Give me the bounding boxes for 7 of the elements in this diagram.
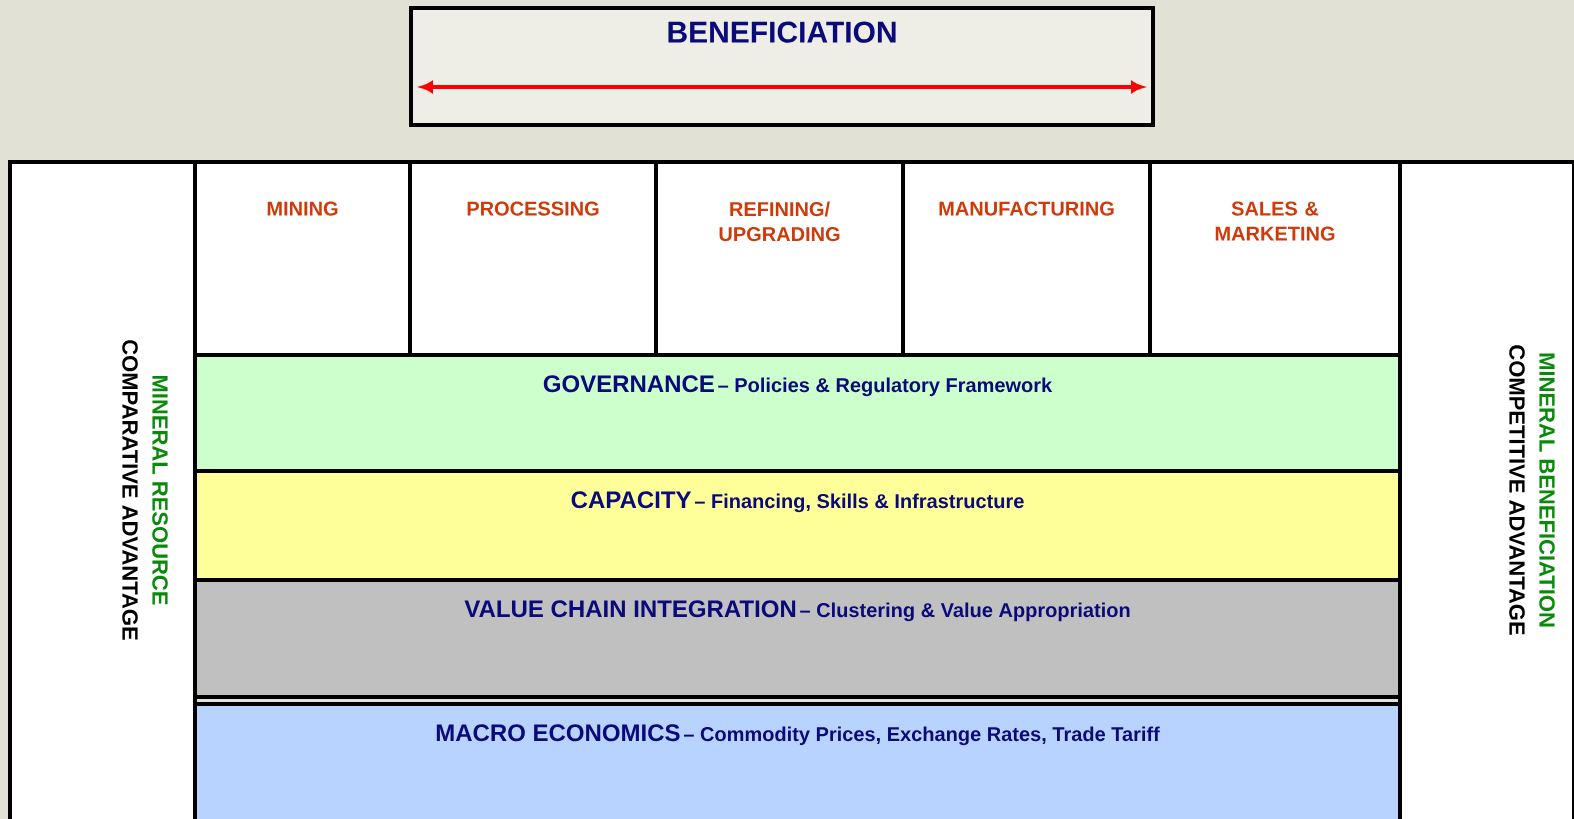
layer-band: VALUE CHAIN INTEGRATION – Clustering & Value Appropriation <box>193 578 1402 699</box>
heading-box: BENEFICIATION <box>409 6 1155 127</box>
stage-box: PROCESSING <box>408 160 658 357</box>
stage-box: SALES & MARKETING <box>1148 160 1402 357</box>
stage-box: MANUFACTURING <box>901 160 1152 357</box>
stage-box: MINING <box>193 160 412 357</box>
stage-box: REFINING/ UPGRADING <box>654 160 905 357</box>
